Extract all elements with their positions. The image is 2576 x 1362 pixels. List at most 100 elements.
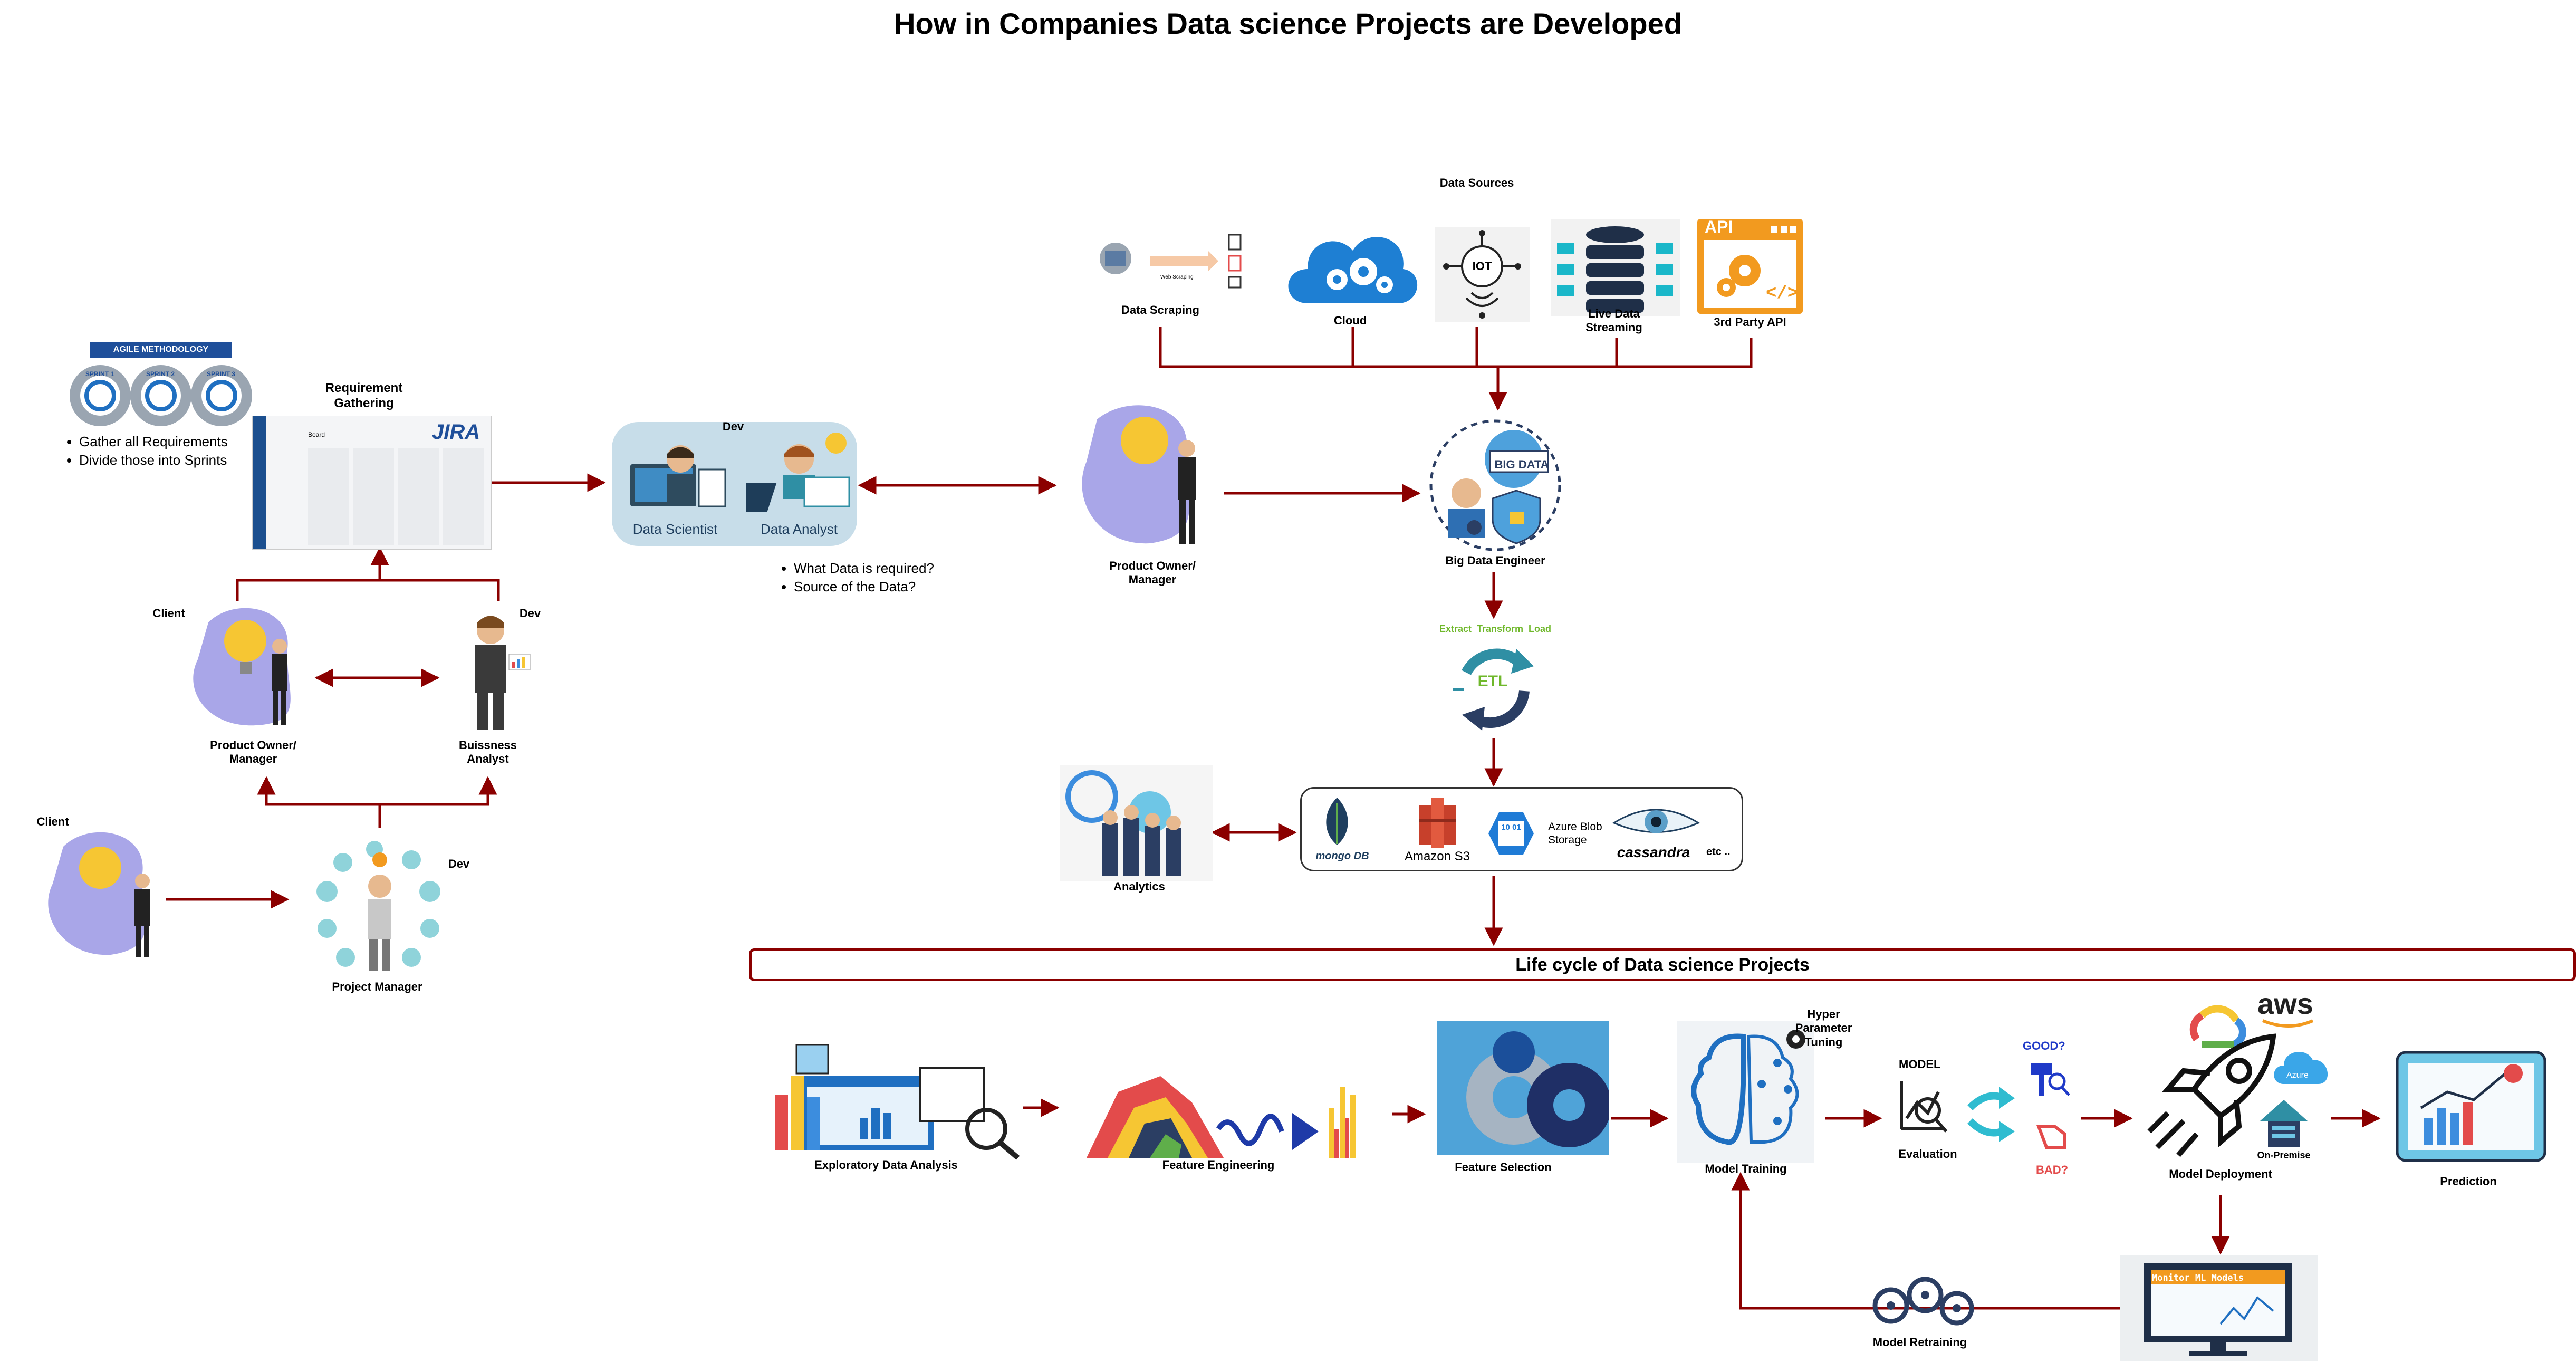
model-training-icon — [1677, 1021, 1814, 1163]
dev-team-label: Dev — [722, 420, 744, 433]
big-data-badge: BIG DATA — [1494, 458, 1549, 471]
arrow-pm-to-po-ba — [265, 778, 488, 828]
data-analyst-figure — [746, 433, 850, 512]
web-scraping-caption: Web Scraping — [1160, 274, 1194, 280]
azure-label: Azure — [2286, 1071, 2309, 1080]
model-retraining-icon — [1872, 1277, 1974, 1326]
page-title: How in Companies Data science Projects a… — [894, 7, 1682, 40]
etl-caption: Extract Transform Load — [1439, 624, 1552, 634]
business-analyst-label: Buissness Analyst — [458, 738, 517, 766]
on-premise-icon — [2260, 1100, 2308, 1147]
requirement-gathering-label: Requirement Gathering — [325, 381, 403, 410]
mongodb-label: mongo DB — [1315, 850, 1369, 862]
azure-cloud-icon — [2274, 1051, 2328, 1084]
live-data-streaming-icon — [1551, 219, 1680, 316]
amazon-s3-label: Amazon S3 — [1404, 849, 1470, 864]
cassandra-label: cassandra — [1617, 844, 1690, 860]
dev-label-top: Dev — [519, 607, 541, 620]
evaluation-icon — [1900, 1081, 2015, 1142]
data-source-scraping: Data Scraping — [1121, 303, 1199, 316]
cassandra-eye-icon — [1612, 809, 1700, 833]
data-scientist-figure — [630, 445, 726, 507]
sprint-2-label: SPRINT 2 — [146, 370, 175, 378]
dev2-label: Dev — [448, 857, 470, 870]
azure-blob-bits: 10 01 — [1501, 823, 1521, 832]
lifecycle-feature-engineering-label: Feature Engineering — [1162, 1158, 1275, 1172]
jira-column — [308, 448, 349, 545]
evaluation-bad-label: BAD? — [2036, 1163, 2069, 1176]
data-sources-heading: Data Sources — [1439, 176, 1514, 189]
lifecycle-prediction-label: Prediction — [2440, 1175, 2497, 1188]
lifecycle-title: Life cycle of Data science Projects — [749, 948, 2576, 981]
jira-column — [353, 448, 394, 545]
product-owner-center-label: Product Owner/ Manager — [1109, 559, 1196, 587]
azure-blob-icon — [1488, 812, 1534, 855]
big-data-engineer-label: Big Data Engineer — [1445, 554, 1545, 567]
iot-icon — [1435, 227, 1530, 322]
data-source-live-streaming: Live Data Streaming — [1585, 307, 1642, 334]
business-analyst-figure — [475, 616, 531, 730]
jira-column — [443, 448, 484, 545]
bullet-item: Source of the Data? — [794, 578, 934, 596]
lifecycle-evaluation-label: Evaluation — [1898, 1147, 1957, 1160]
iot-label: IOT — [1472, 260, 1492, 273]
bullet-item: Gather all Requirements — [79, 433, 228, 451]
product-owner-figure — [193, 608, 291, 726]
product-owner-center-figure — [1082, 405, 1196, 544]
arrow-retrain — [1731, 1172, 2123, 1310]
google-cloud-icon — [2189, 1005, 2246, 1048]
jira-columns — [308, 448, 487, 545]
data-scientist-label: Data Scientist — [632, 521, 718, 537]
feature-engineering-icon — [1087, 1076, 1356, 1158]
bullet-item: What Data is required? — [794, 559, 934, 578]
jira-sidebar — [253, 416, 266, 549]
rocket-icon — [2147, 1033, 2276, 1157]
on-premise-label: On-Premise — [2257, 1150, 2311, 1160]
mongodb-icon — [1326, 798, 1348, 845]
prediction-icon — [2396, 1051, 2546, 1162]
jira-column — [398, 448, 439, 545]
etl-center-label: ETL — [1477, 673, 1508, 690]
eda-icon — [775, 1044, 1020, 1160]
project-manager-label: Project Manager — [332, 980, 422, 993]
big-data-engineer-icon — [1429, 419, 1561, 551]
jira-logo: JIRA — [432, 420, 480, 444]
lifecycle-eda-label: Exploratory Data Analysis — [814, 1158, 958, 1172]
bullet-item: Divide those into Sprints — [79, 451, 228, 469]
feature-selection-icon — [1437, 1021, 1609, 1155]
agile-badge: AGILE METHODOLOGY — [90, 342, 232, 358]
arrow-po-ba-to-jira — [236, 549, 500, 601]
analytics-icon — [1060, 765, 1213, 881]
sprint-1-label: SPRINT 1 — [85, 370, 114, 378]
evaluation-model-text: MODEL — [1899, 1058, 1941, 1071]
model-retraining-label: Model Retraining — [1872, 1336, 1967, 1349]
monitor-ml-models-label: Monitor ML Models — [2152, 1273, 2244, 1283]
data-source-third-party-api: 3rd Party API — [1714, 315, 1786, 329]
svg-text:</>: </> — [1766, 284, 1798, 304]
amazon-s3-icon — [1419, 798, 1456, 848]
hyper-parameter-gear-icon — [1786, 1030, 1805, 1049]
good-hammer-icon — [2031, 1063, 2070, 1096]
data-analyst-label: Data Analyst — [761, 521, 838, 537]
azure-blob-label: Azure Blob Storage — [1548, 821, 1602, 847]
storage-etc-label: etc .. — [1706, 846, 1731, 858]
monitor-icon — [2144, 1263, 2292, 1356]
lifecycle-feature-selection-label: Feature Selection — [1455, 1160, 1552, 1174]
product-owner-label-left: Product Owner/ Manager — [210, 738, 296, 766]
lifecycle-model-training-label: Model Training — [1705, 1162, 1787, 1175]
analytics-label: Analytics — [1113, 880, 1165, 893]
sprint-gears — [70, 365, 252, 426]
aws-smile-icon — [2262, 1019, 2314, 1028]
aws-logo-text: aws — [2257, 987, 2313, 1020]
etl-cycle-icon — [1453, 648, 1534, 731]
bad-thumb-icon — [2036, 1125, 2066, 1149]
agile-methodology-graphic: AGILE METHODOLOGY SPRINT 1 SPRINT 2 SPRI… — [63, 338, 258, 427]
jira-board-title: Board — [308, 431, 325, 438]
cloud-icon — [1288, 237, 1418, 303]
lifecycle-model-deployment-label: Model Deployment — [2169, 1167, 2272, 1181]
requirement-bullets: Gather all Requirements Divide those int… — [58, 433, 228, 469]
client-label: Client — [152, 607, 185, 620]
sprint-3-label: SPRINT 3 — [207, 370, 236, 378]
hyper-parameter-label: Hyper Parameter Tuning — [1795, 1008, 1852, 1049]
